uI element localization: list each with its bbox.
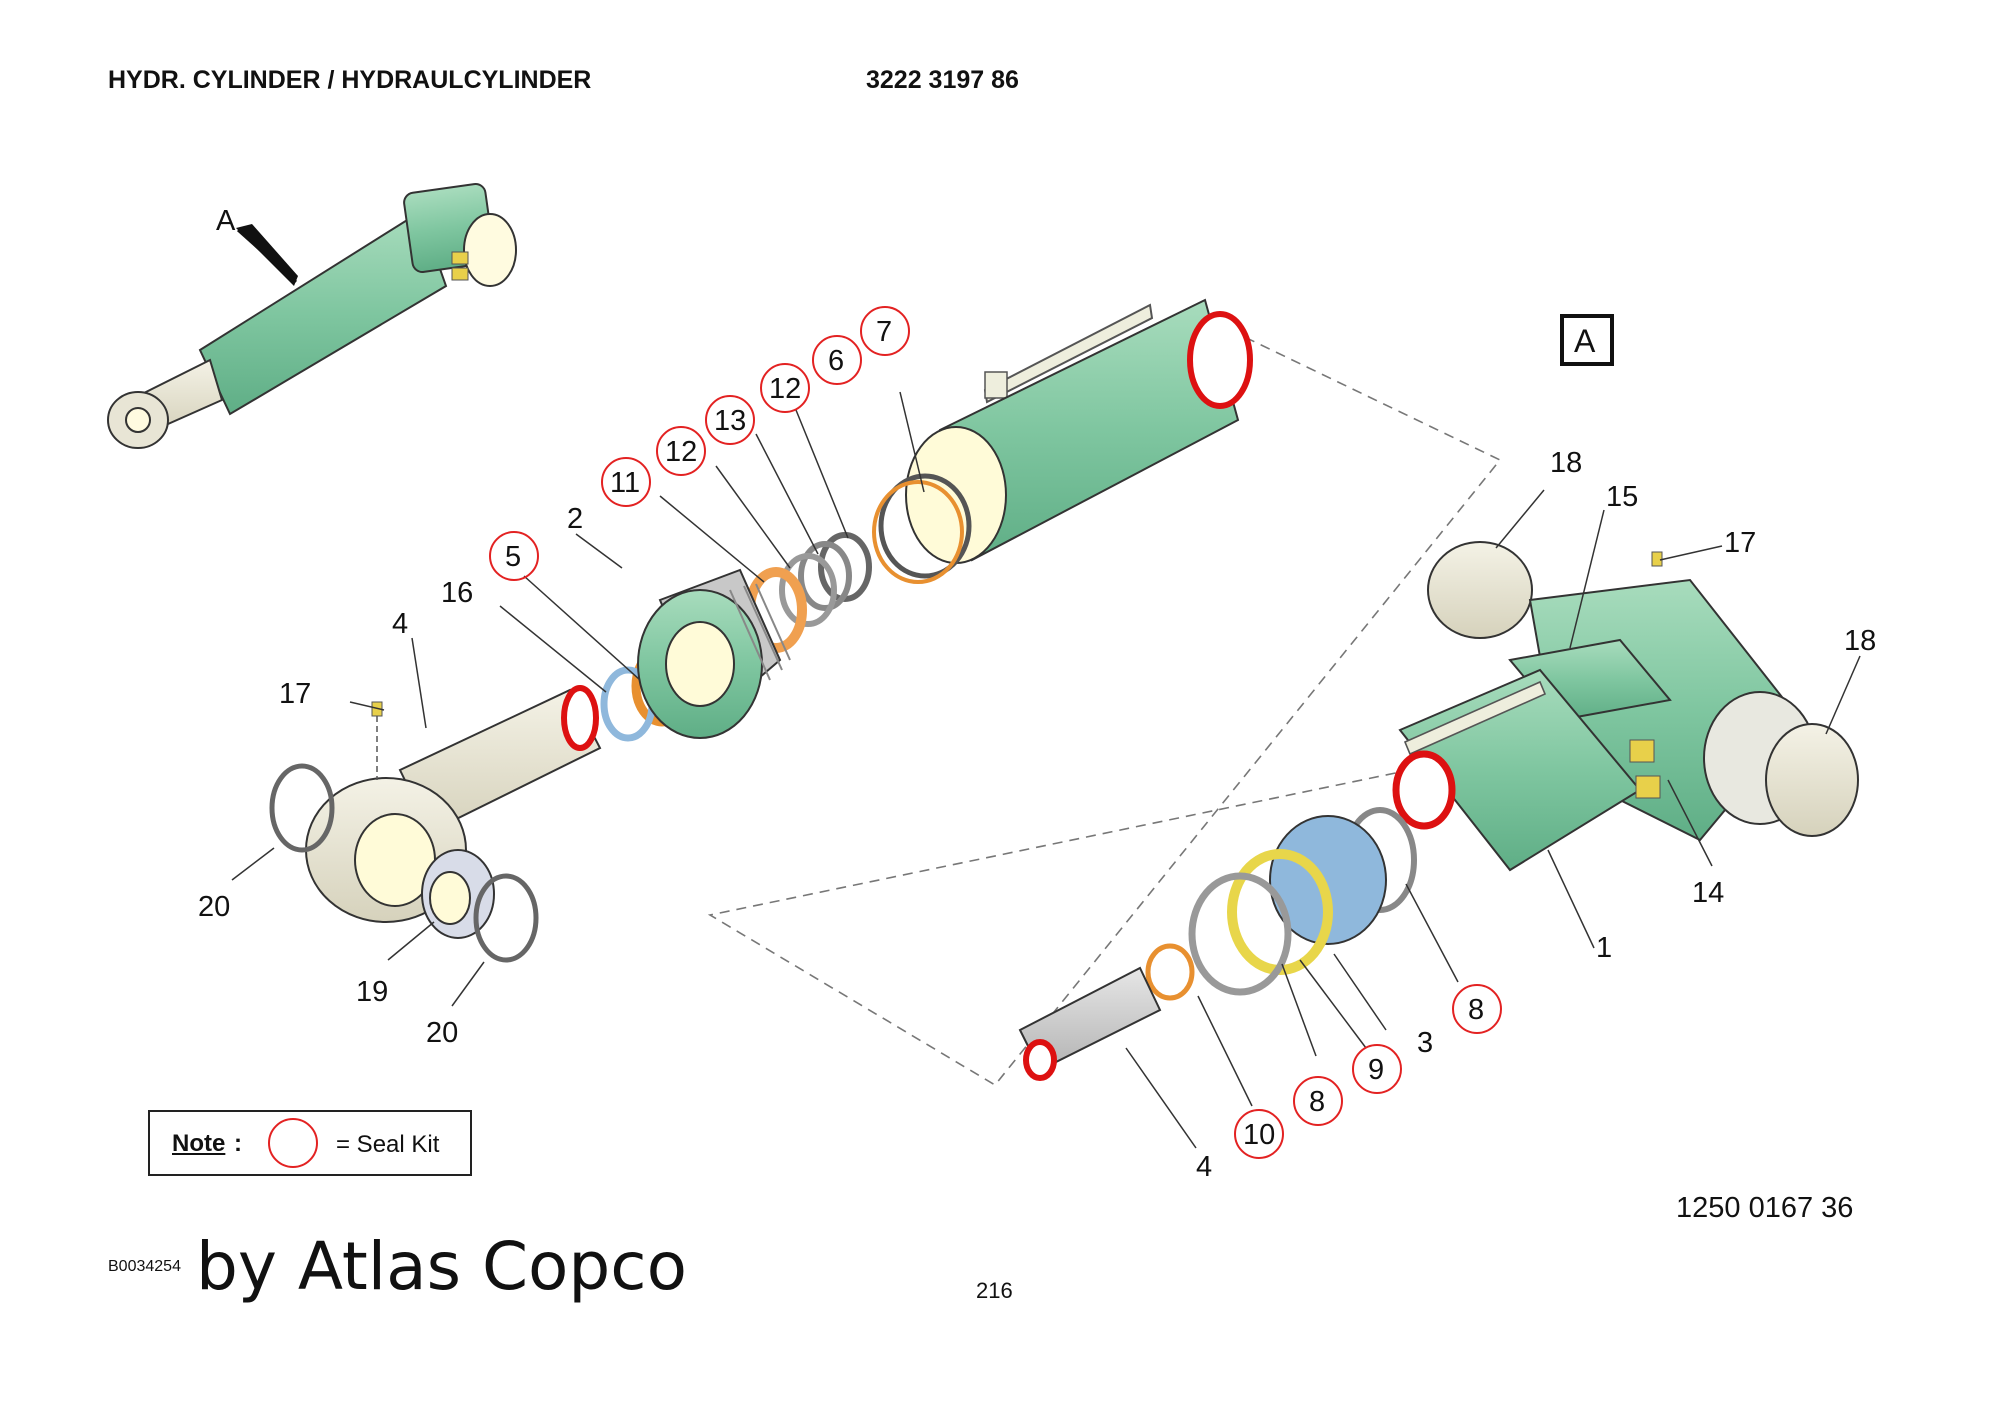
cylinder-head [1392,541,1859,872]
part-number: 3222 3197 86 [866,66,1019,94]
part-label-1: 1 [1596,932,1612,964]
leader-lines [231,391,1861,1149]
overview-cylinder: A [107,182,517,449]
rod-eye-assembly [269,685,602,963]
detail-view-box [1560,314,1614,366]
part-label-16: 16 [441,577,473,609]
part-label-10: 10 [1243,1119,1275,1151]
part-label-12: 12 [665,436,697,468]
part-label-8: 8 [1468,994,1484,1026]
part-label-4: 4 [392,608,408,640]
seal-kit-markers [489,306,1502,1159]
part-label-3: 3 [1417,1027,1433,1059]
page-title: HYDR. CYLINDER / HYDRAULCYLINDER [108,66,592,94]
note-colon: : [234,1130,242,1157]
part-label-18: 18 [1550,447,1582,479]
doc-id: B0034254 [108,1258,181,1275]
seal-kit-circle-icon [268,1118,318,1168]
detail-view-label: A [1574,323,1596,359]
part-label-13: 13 [714,405,746,437]
note-label: Note [172,1130,226,1157]
part-label-8b: 8 [1309,1086,1325,1118]
drawing-number: 1250 0167 36 [1676,1192,1854,1224]
cylinder-tube [905,298,1253,564]
part-label-5: 5 [505,541,521,573]
overview-view-label: A [216,205,236,237]
part-label-12b: 12 [769,373,801,405]
part-label-6: 6 [828,345,844,377]
dashed-connector [707,329,1502,1087]
part-label-19: 19 [356,976,388,1008]
part-label-9: 9 [1368,1054,1384,1086]
part-label-17: 17 [1724,527,1756,559]
part-label-15: 15 [1606,481,1638,513]
part-label-18b: 18 [1844,625,1876,657]
piston-assembly [1018,807,1417,1081]
brand-tagline: by Atlas Copco [196,1228,687,1305]
part-label-11: 11 [610,467,640,499]
legend-note: Note : = Seal Kit [148,1110,472,1176]
note-text: = Seal Kit [336,1131,440,1158]
part-label-2: 2 [567,503,583,535]
part-label-7: 7 [876,316,892,348]
part-label-14: 14 [1692,877,1724,909]
part-label-4b: 4 [1196,1151,1212,1183]
page-number: 216 [976,1278,1013,1303]
gland-nut [637,568,791,739]
part-label-20b: 20 [426,1017,458,1049]
part-label-17b: 17 [279,678,311,710]
part-label-20: 20 [198,891,230,923]
